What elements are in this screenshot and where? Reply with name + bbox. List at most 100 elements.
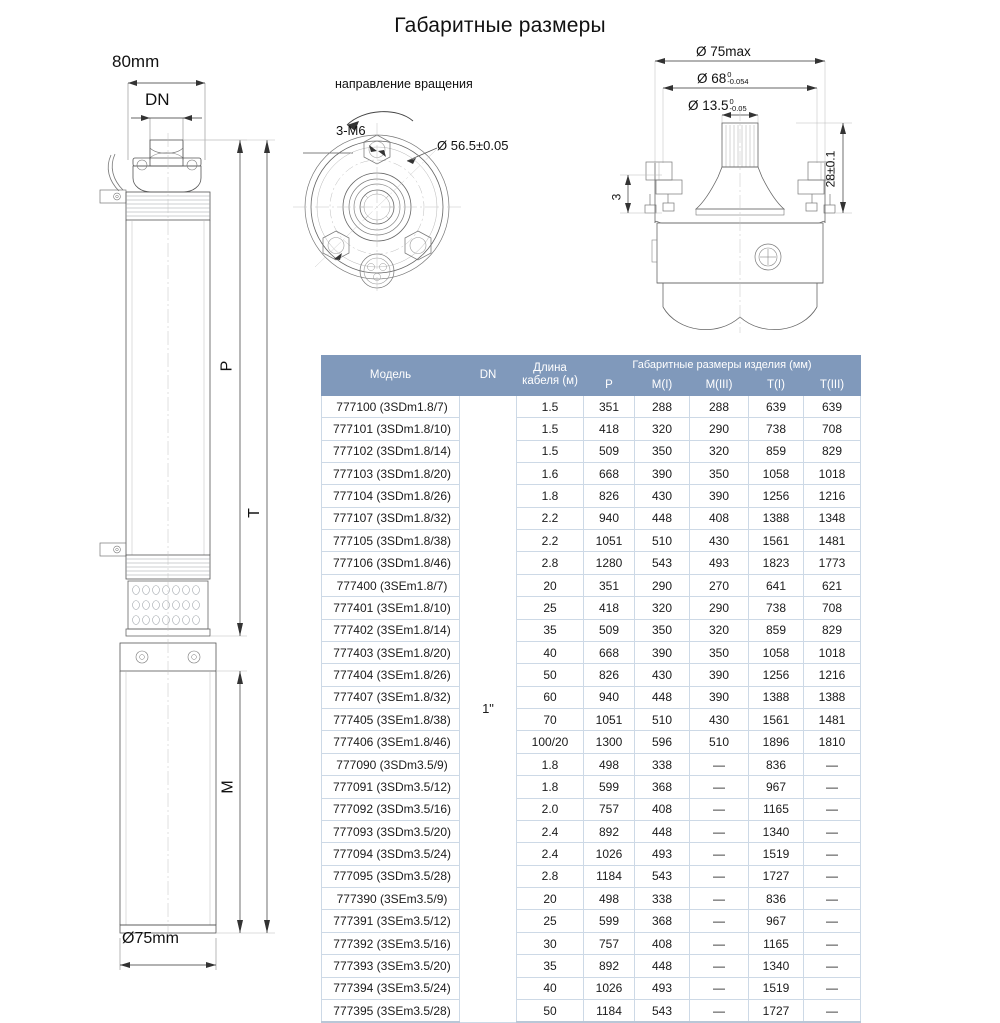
- cell-model: 777405 (3SEm1.8/38): [321, 708, 460, 732]
- dim-shaft-tol-upper: 0: [729, 97, 734, 106]
- cell-cable-length: 30: [516, 932, 584, 956]
- cell-model: 777394 (3SEm3.5/24): [321, 977, 460, 1000]
- cell-p: 418: [583, 417, 635, 441]
- cell-t3: 1216: [803, 484, 861, 508]
- cell-m3: —: [689, 887, 749, 911]
- label-thread-3-m6: 3-M6: [336, 123, 366, 138]
- col-header-m3: M(III): [689, 374, 749, 396]
- col-header-cable-length: Длина кабеля (м): [516, 355, 584, 396]
- col-header-m1: M(I): [634, 374, 690, 396]
- cell-m3: —: [689, 932, 749, 956]
- cell-p: 668: [583, 462, 635, 486]
- cell-t3: —: [803, 977, 861, 1000]
- cell-cable-length: 2.0: [516, 798, 584, 821]
- cell-p: 892: [583, 954, 635, 978]
- cell-m3: 270: [689, 574, 749, 598]
- cell-model: 777094 (3SDm3.5/24): [321, 842, 460, 866]
- cell-p: 940: [583, 507, 635, 531]
- cell-t1: 1519: [748, 977, 804, 1000]
- col-header-p: P: [583, 374, 635, 396]
- dim-shaft-tol-lower: -0.05: [729, 104, 747, 114]
- cell-t1: 738: [748, 417, 804, 441]
- cell-m3: —: [689, 977, 749, 1000]
- cell-t3: —: [803, 775, 861, 799]
- cell-t1: 1561: [748, 708, 804, 732]
- label-rotation-direction: направление вращения: [335, 77, 473, 91]
- cable-length-line2: кабеля (м): [522, 375, 578, 388]
- col-header-model: Модель: [321, 355, 460, 396]
- technical-datasheet-page: Габаритные размеры: [99, 14, 861, 1023]
- cell-t3: —: [803, 954, 861, 978]
- cell-model: 777100 (3SDm1.8/7): [321, 395, 460, 419]
- cell-p: 892: [583, 820, 635, 844]
- cell-cable-length: 1.6: [516, 462, 584, 486]
- table-header-row-1: Модель DN Длина кабеля (м) Габаритные ра…: [321, 355, 861, 396]
- cell-t3: 1018: [803, 641, 861, 665]
- cell-t1: 1727: [748, 999, 804, 1023]
- cell-t3: —: [803, 753, 861, 777]
- cell-cable-length: 1.8: [516, 753, 584, 777]
- cell-cable-length: 2.8: [516, 551, 584, 575]
- cell-m3: —: [689, 909, 749, 933]
- cell-t1: 1388: [748, 686, 804, 710]
- cell-t1: 1561: [748, 529, 804, 553]
- cell-cable-length: 40: [516, 977, 584, 1000]
- cell-model: 777404 (3SEm1.8/26): [321, 663, 460, 687]
- cell-model: 777091 (3SDm3.5/12): [321, 775, 460, 799]
- cell-t1: 1340: [748, 954, 804, 978]
- cell-p: 1184: [583, 865, 635, 889]
- cell-p: 826: [583, 484, 635, 508]
- cell-m3: —: [689, 775, 749, 799]
- cell-p: 1280: [583, 551, 635, 575]
- cell-t1: 967: [748, 909, 804, 933]
- cell-model: 777093 (3SDm3.5/20): [321, 820, 460, 844]
- cell-t3: —: [803, 909, 861, 933]
- cell-t3: 829: [803, 619, 861, 642]
- cell-model: 777393 (3SEm3.5/20): [321, 954, 460, 978]
- cell-cable-length: 20: [516, 574, 584, 598]
- cell-cable-length: 2.2: [516, 507, 584, 531]
- cell-p: 1184: [583, 999, 635, 1023]
- col-header-group-dimensions: Габаритные размеры изделия (мм): [583, 355, 861, 376]
- cell-t3: 829: [803, 440, 861, 463]
- cell-model: 777407 (3SEm1.8/32): [321, 686, 460, 710]
- dim-flange-value: Ø 68: [697, 71, 727, 87]
- cell-m3: 390: [689, 484, 749, 508]
- cell-m3: 290: [689, 417, 749, 441]
- dim-label-m: M: [219, 780, 237, 794]
- cell-m3: —: [689, 798, 749, 821]
- cell-model: 777105 (3SDm1.8/38): [321, 529, 460, 553]
- dim-flange-tol-lower: -0.054: [727, 77, 749, 87]
- cell-m3: —: [689, 753, 749, 777]
- cell-cable-length: 2.8: [516, 865, 584, 889]
- cell-m3: —: [689, 999, 749, 1023]
- cell-t1: 1896: [748, 730, 804, 754]
- table-header-row-2: P M(I) M(III) T(I) T(III): [322, 374, 861, 396]
- cell-t3: —: [803, 842, 861, 866]
- cell-t3: —: [803, 887, 861, 911]
- cell-t3: 639: [803, 395, 861, 419]
- cell-cable-length: 1.8: [516, 484, 584, 508]
- cell-model: 777402 (3SEm1.8/14): [321, 619, 460, 642]
- cell-m1: 430: [634, 663, 690, 687]
- cell-t1: 1058: [748, 641, 804, 665]
- col-header-t3: T(III): [803, 374, 861, 396]
- cell-t1: 1058: [748, 462, 804, 486]
- col-header-dn: DN: [459, 355, 517, 396]
- cell-m3: 390: [689, 686, 749, 710]
- cell-m1: 448: [634, 507, 690, 531]
- cell-model: 777391 (3SEm3.5/12): [321, 909, 460, 933]
- dim-label-step-3: 3: [609, 193, 624, 201]
- cell-model: 777401 (3SEm1.8/10): [321, 596, 460, 620]
